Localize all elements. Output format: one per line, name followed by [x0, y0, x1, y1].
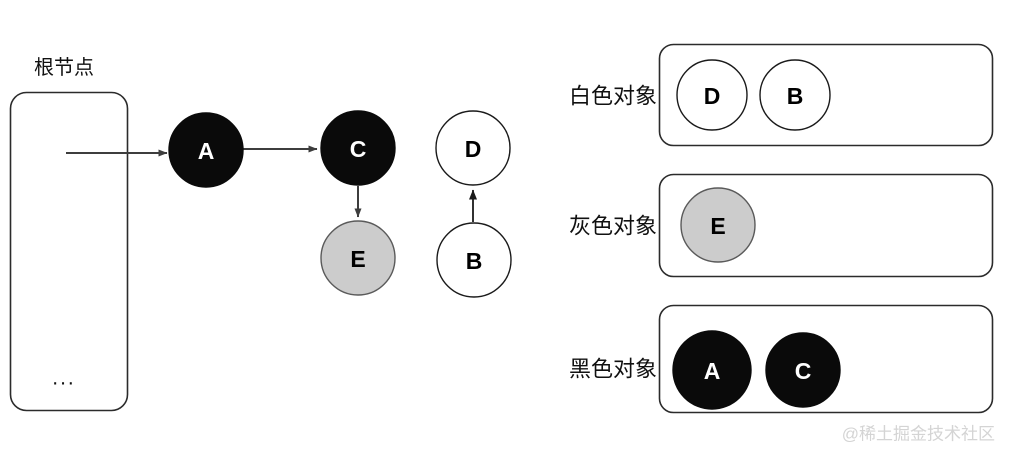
node-circle-c	[320, 110, 396, 186]
legend-node-circle-a	[672, 330, 752, 410]
node-circle-d	[435, 110, 511, 186]
legend-label-gray: 灰色对象	[569, 214, 657, 239]
legend-node-circle-b	[759, 59, 831, 131]
node-label-e: E	[350, 246, 365, 272]
legend-node-label-d: D	[704, 83, 721, 109]
graph-node-a: A	[168, 112, 244, 188]
node-label-c: C	[350, 136, 367, 162]
legend-node-circle-d	[676, 59, 748, 131]
legend-group-gray: 灰色对象 E	[569, 173, 994, 278]
legend-group-black: 黑色对象 A C	[569, 304, 994, 414]
graph-node-b: B	[436, 222, 512, 298]
legend-label-black: 黑色对象	[569, 357, 657, 382]
graph-node-c: C	[320, 110, 396, 186]
legend-node-circle-e	[680, 187, 756, 263]
watermark: @稀土掘金技术社区	[842, 425, 995, 444]
legend-node-circle-c	[765, 332, 841, 408]
node-label-b: B	[466, 248, 483, 274]
legend-label-white: 白色对象	[569, 84, 657, 109]
legend-node-label-a: A	[704, 358, 721, 384]
legend-node-label-e: E	[710, 213, 725, 239]
node-label-a: A	[198, 138, 215, 164]
root-node-label: 根节点	[34, 56, 94, 79]
graph-node-d: D	[435, 110, 511, 186]
legend-group-white: 白色对象 D B	[569, 43, 994, 147]
node-circle-a	[168, 112, 244, 188]
node-circle-b	[436, 222, 512, 298]
node-label-d: D	[465, 136, 482, 162]
legend-node-label-b: B	[787, 83, 804, 109]
legend-node-label-c: C	[795, 358, 812, 384]
node-circle-e	[320, 220, 396, 296]
root-node-box	[9, 91, 129, 412]
graph-node-e: E	[320, 220, 396, 296]
root-box-ellipsis: ...	[52, 367, 76, 390]
